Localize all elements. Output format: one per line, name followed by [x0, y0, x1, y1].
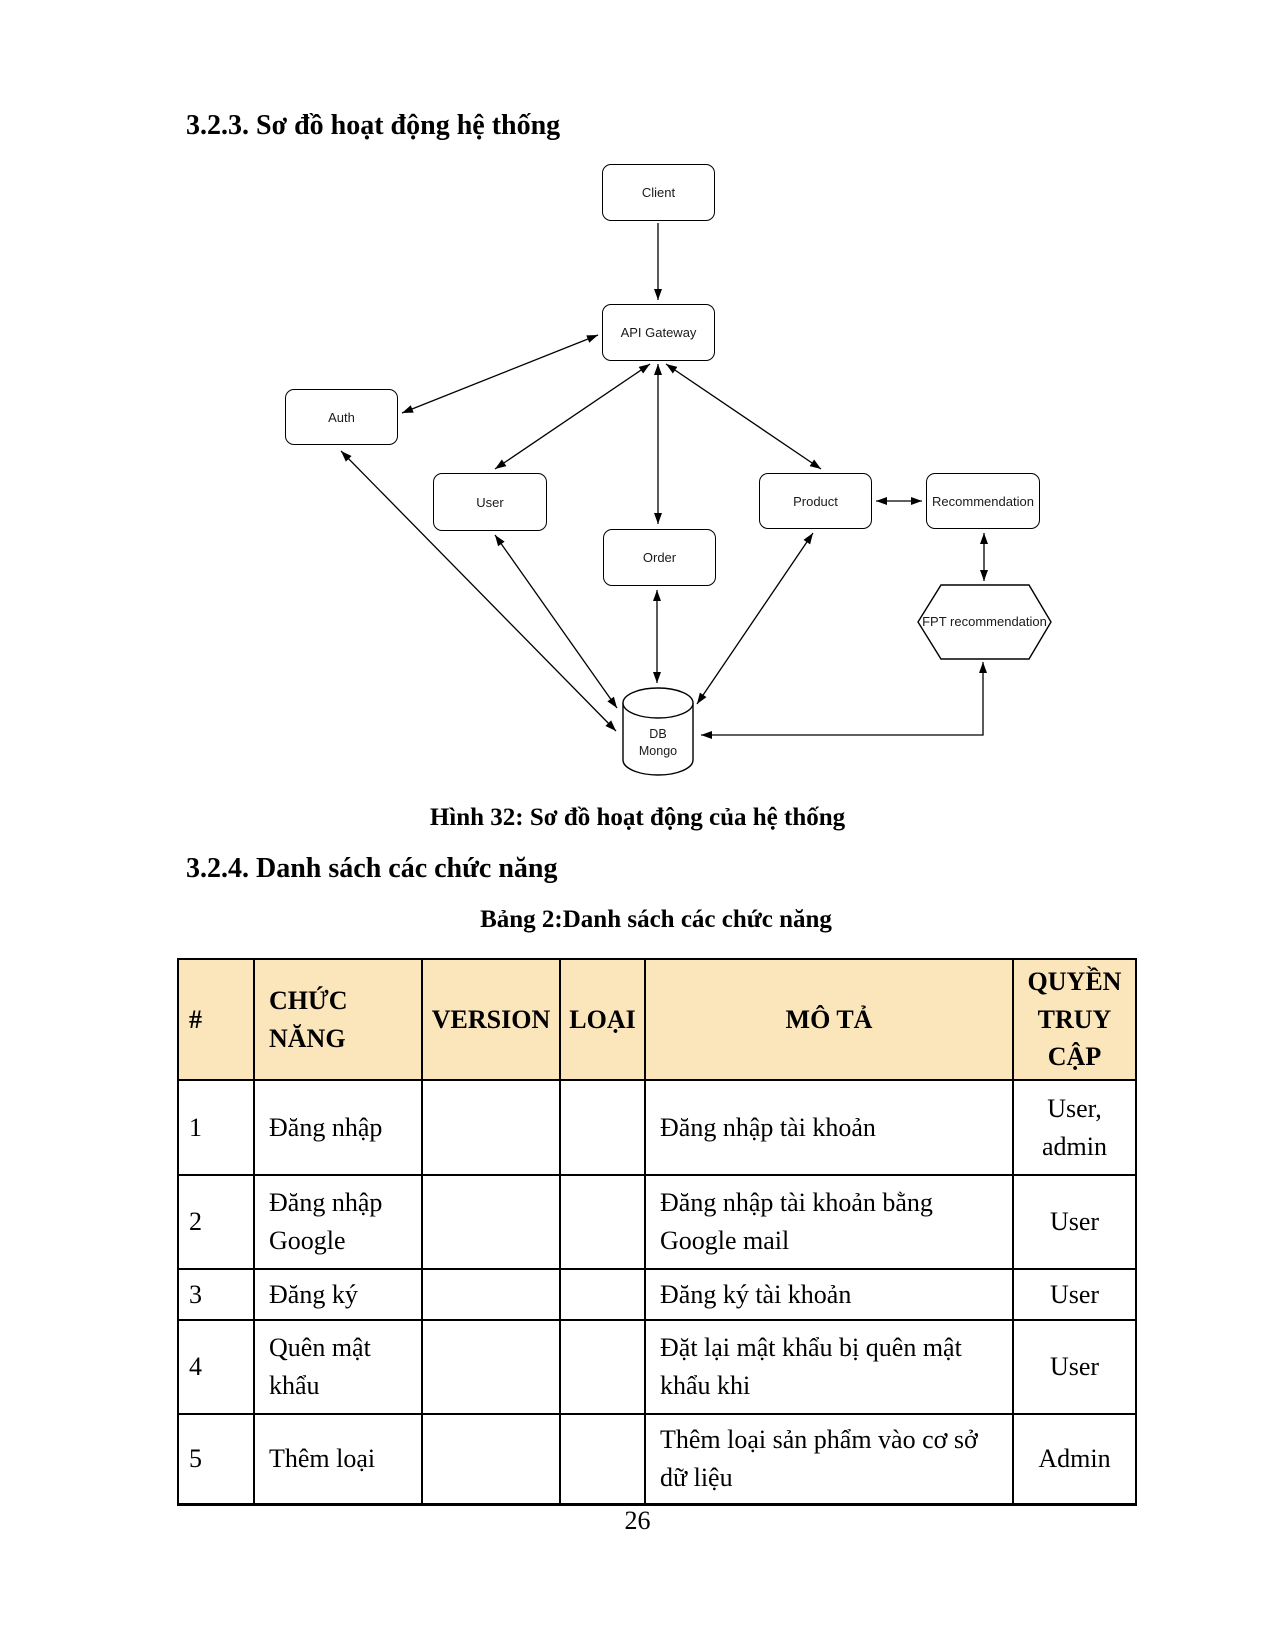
- table-row: 1 Đăng nhập Đăng nhập tài khoản User, ad…: [177, 1079, 1137, 1177]
- cell-type: [559, 1079, 646, 1177]
- col-header-version: VERSION: [421, 957, 561, 1082]
- node-user-label: User: [476, 494, 504, 510]
- cell-func: Đăng ký: [253, 1268, 423, 1322]
- node-order: Order: [603, 529, 716, 586]
- node-fpt-recommendation-label: FPT recommendation: [922, 614, 1047, 630]
- cell-desc: Đăng nhập tài khoản: [644, 1079, 1014, 1177]
- table-header-row: # CHỨC NĂNG VERSION LOẠI MÔ TẢ QUYỀN TRU…: [177, 957, 1137, 1082]
- cell-type: [559, 1319, 646, 1416]
- cell-access: User, admin: [1012, 1079, 1137, 1177]
- page-number: 26: [624, 1506, 651, 1535]
- cell-func: Thêm loại: [253, 1413, 423, 1506]
- cell-no: 5: [177, 1413, 255, 1506]
- node-client: Client: [602, 164, 715, 221]
- node-recommendation-label: Recommendation: [932, 493, 1034, 509]
- function-list-table: # CHỨC NĂNG VERSION LOẠI MÔ TẢ QUYỀN TRU…: [177, 957, 1137, 1506]
- cell-desc: Đăng nhập tài khoản bằng Google mail: [644, 1174, 1014, 1271]
- col-header-func: CHỨC NĂNG: [253, 957, 423, 1082]
- cell-access: Admin: [1012, 1413, 1137, 1506]
- cell-version: [421, 1079, 561, 1177]
- node-product: Product: [759, 473, 872, 529]
- fpt-recommendation-hexagon: [917, 584, 1052, 660]
- table-caption: Bảng 2:Danh sách các chức năng: [480, 906, 832, 933]
- edge-user-db: [494, 534, 618, 709]
- node-api-gateway-label: API Gateway: [620, 325, 697, 340]
- cell-access: User: [1012, 1319, 1137, 1416]
- cell-desc: Đăng ký tài khoản: [644, 1268, 1014, 1322]
- node-auth: Auth: [285, 389, 398, 445]
- table-row: 5 Thêm loại Thêm loại sản phẩm vào cơ sở…: [177, 1413, 1137, 1506]
- node-client-label: Client: [641, 185, 676, 200]
- cell-version: [421, 1319, 561, 1416]
- cell-no: 3: [177, 1268, 255, 1322]
- cell-access: User: [1012, 1268, 1137, 1322]
- edge-auth-api: [401, 334, 599, 414]
- col-header-no: #: [177, 957, 255, 1082]
- col-header-desc: MÔ TẢ: [644, 957, 1014, 1082]
- cell-no: 1: [177, 1079, 255, 1177]
- edge-user-api: [494, 363, 651, 470]
- cell-type: [559, 1174, 646, 1271]
- diagram-connectors: [340, 223, 988, 739]
- table-row: 2 Đăng nhập Google Đăng nhập tài khoản b…: [177, 1174, 1137, 1271]
- cell-no: 2: [177, 1174, 255, 1271]
- cell-version: [421, 1268, 561, 1322]
- table-row: 4 Quên mật khẩu Đặt lại mật khẩu bị quên…: [177, 1319, 1137, 1416]
- section-324-heading: 3.2.4. Danh sách các chức năng: [186, 853, 558, 884]
- cell-func: Quên mật khẩu: [253, 1319, 423, 1416]
- cell-desc: Đặt lại mật khẩu bị quên mật khẩu khi: [644, 1319, 1014, 1416]
- col-header-access: QUYỀN TRUY CẬP: [1012, 957, 1137, 1082]
- db-mongo-cylinder: [622, 687, 694, 776]
- cell-type: [559, 1268, 646, 1322]
- edge-fpt-db: [701, 662, 987, 739]
- node-user: User: [433, 473, 547, 531]
- section-323-heading: 3.2.3. Sơ đồ hoạt động hệ thống: [186, 110, 561, 141]
- table-row: 3 Đăng ký Đăng ký tài khoản User: [177, 1268, 1137, 1322]
- node-db-mongo-label: DB Mongo: [638, 727, 678, 758]
- cell-no: 4: [177, 1319, 255, 1416]
- cell-desc: Thêm loại sản phẩm vào cơ sở dữ liệu: [644, 1413, 1014, 1506]
- col-header-type: LOẠI: [559, 957, 646, 1082]
- cell-version: [421, 1174, 561, 1271]
- cell-version: [421, 1413, 561, 1506]
- node-product-label: Product: [793, 493, 838, 509]
- figure-caption: Hình 32: Sơ đồ hoạt động của hệ thống: [429, 804, 846, 831]
- node-api-gateway: API Gateway: [602, 304, 715, 361]
- edge-product-api: [665, 363, 822, 470]
- node-order-label: Order: [642, 550, 677, 565]
- cell-func: Đăng nhập Google: [253, 1174, 423, 1271]
- system-activity-diagram: [340, 223, 1052, 776]
- node-auth-label: Auth: [328, 409, 355, 425]
- node-recommendation: Recommendation: [926, 473, 1040, 529]
- cell-type: [559, 1413, 646, 1506]
- cell-access: User: [1012, 1174, 1137, 1271]
- cell-func: Đăng nhập: [253, 1079, 423, 1177]
